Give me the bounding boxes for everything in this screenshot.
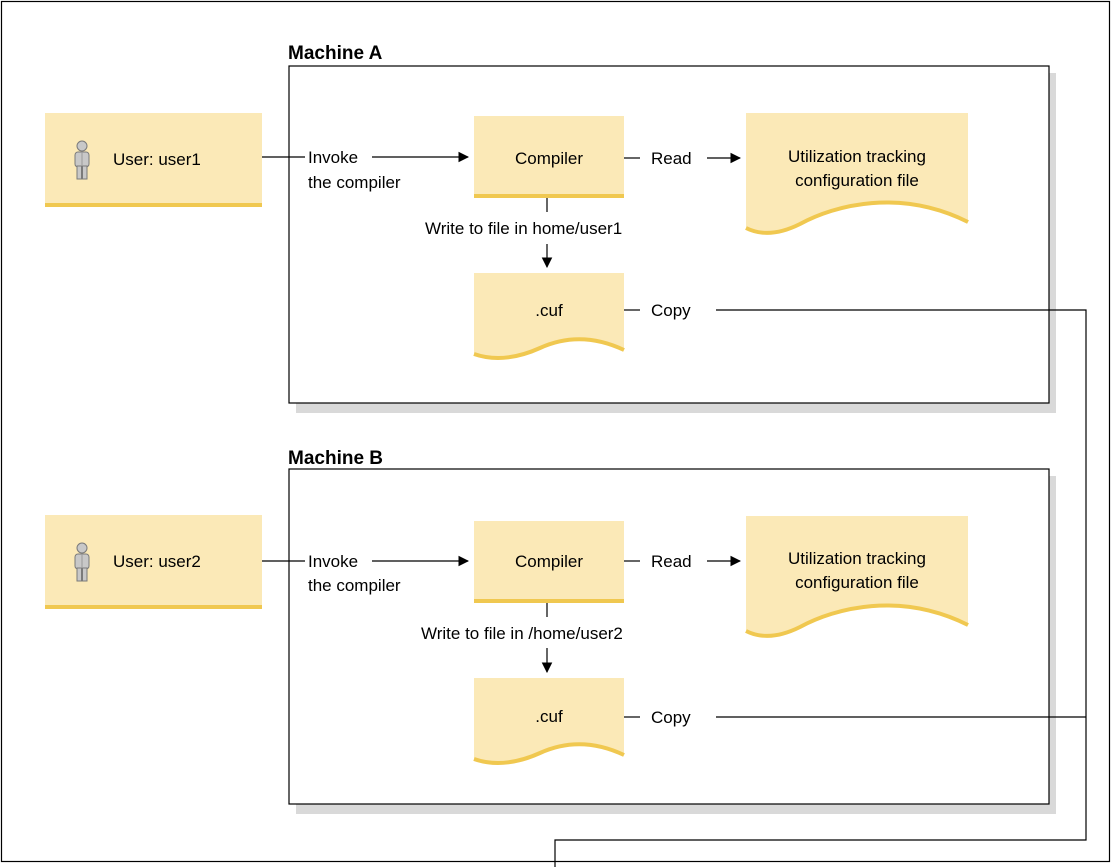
- config-file-node-b: Utilization tracking configuration file: [745, 516, 969, 638]
- user-icon: [74, 140, 90, 180]
- machine-b-title: Machine B: [288, 448, 383, 469]
- read-label-a: Read: [651, 149, 692, 168]
- config-label-line2: configuration file: [795, 573, 919, 592]
- user-node-2: User: user2: [45, 515, 262, 609]
- user-label: User: user2: [113, 552, 201, 571]
- copy-label-b: Copy: [651, 708, 691, 727]
- machine-a: Machine A: [288, 43, 1056, 413]
- machine-b: Machine B: [288, 448, 1056, 814]
- compiler-node-a: Compiler: [474, 116, 624, 198]
- config-file-node-a: Utilization tracking configuration file: [745, 113, 969, 235]
- config-label-line1: Utilization tracking: [788, 147, 926, 166]
- cuf-file-node-a: .cuf: [473, 273, 625, 360]
- compiler-node-b: Compiler: [474, 521, 624, 603]
- compiler-label: Compiler: [515, 149, 583, 168]
- write-label-a: Write to file in home/user1: [425, 219, 622, 238]
- config-label-line1: Utilization tracking: [788, 549, 926, 568]
- cuf-label-b: .cuf: [535, 707, 563, 726]
- user-node-1: User: user1: [45, 113, 262, 207]
- config-label-line2: configuration file: [795, 171, 919, 190]
- write-label-b: Write to file in /home/user2: [421, 624, 623, 643]
- invoke-label-b-2: the compiler: [308, 576, 401, 595]
- machine-a-title: Machine A: [288, 43, 383, 64]
- user-label: User: user1: [113, 150, 201, 169]
- invoke-label-a: Invoke: [308, 148, 358, 167]
- user-icon: [74, 542, 90, 582]
- read-label-b: Read: [651, 552, 692, 571]
- compiler-label: Compiler: [515, 552, 583, 571]
- copy-label-a: Copy: [651, 301, 691, 320]
- invoke-label-b: Invoke: [308, 552, 358, 571]
- copy-connector-a: [554, 309, 1087, 867]
- invoke-label-a-2: the compiler: [308, 173, 401, 192]
- cuf-file-node-b: .cuf: [473, 678, 625, 765]
- cuf-label-a: .cuf: [535, 301, 563, 320]
